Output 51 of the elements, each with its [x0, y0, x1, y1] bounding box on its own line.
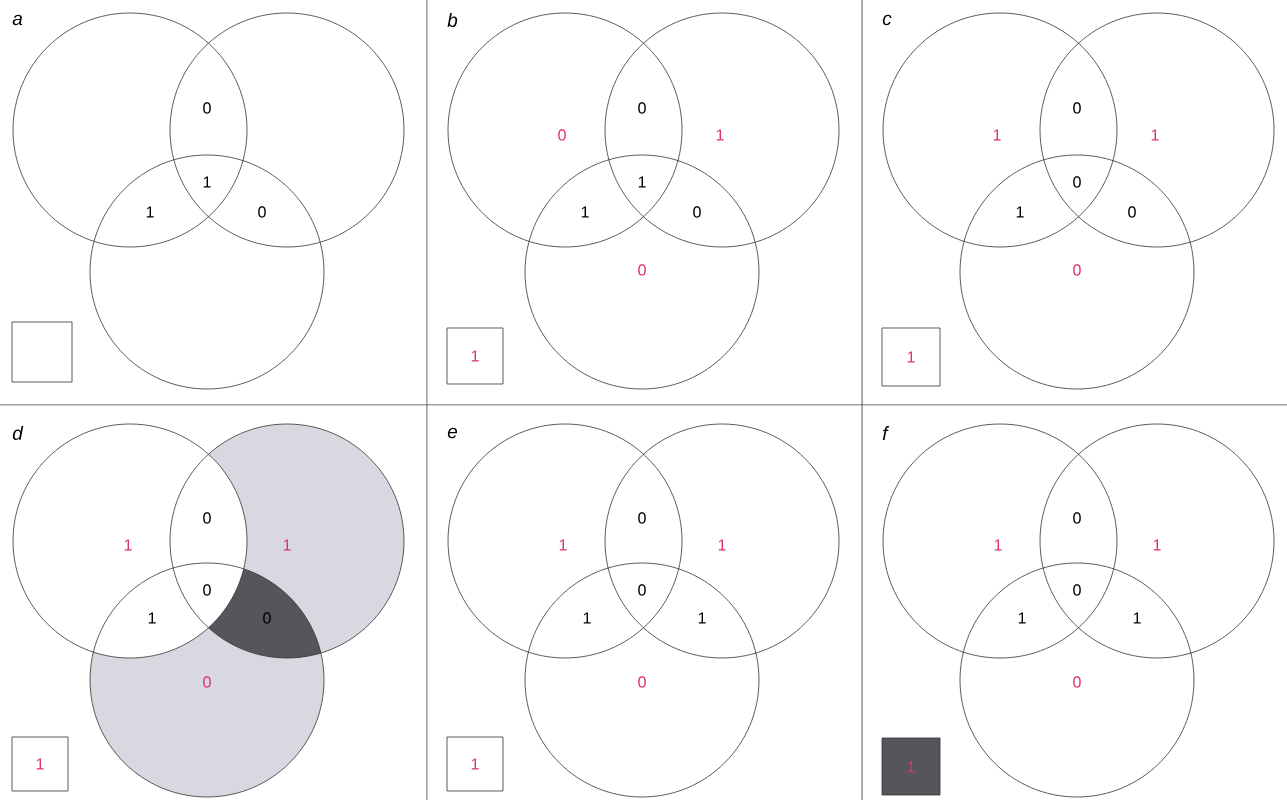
answer-box: 1 — [881, 737, 941, 796]
region-value: 0 — [1073, 584, 1081, 596]
region-value: 1 — [583, 612, 591, 624]
region-value: 1 — [581, 206, 589, 218]
panel-letter: b — [447, 13, 458, 27]
region-value: 1 — [203, 176, 211, 188]
region-value: 1 — [718, 539, 726, 551]
region-value: 1 — [716, 129, 724, 141]
panel-letter: f — [882, 426, 890, 440]
region-value: 1 — [148, 612, 156, 624]
region-value: 0 — [1073, 102, 1081, 114]
region-value: 1 — [993, 129, 1001, 141]
region-value: 1 — [1016, 206, 1024, 218]
region-value: 0 — [693, 206, 701, 218]
region-value: 0 — [203, 512, 211, 524]
region-value: 0 — [638, 584, 646, 596]
region-value: 0 — [1073, 512, 1081, 524]
region-value: 0 — [1073, 176, 1081, 188]
panel-letter: d — [12, 426, 24, 440]
region-value: 0 — [638, 264, 646, 276]
region-value: 1 — [283, 539, 291, 551]
region-value: 1 — [1133, 612, 1141, 624]
region-value: 0 — [638, 102, 646, 114]
region-value: 1 — [698, 612, 706, 624]
region-value: 0 — [203, 676, 211, 688]
answer-box: 1 — [446, 327, 504, 385]
answer-box: 1 — [446, 736, 504, 792]
region-value: 0 — [258, 206, 266, 218]
region-value: 1 — [124, 539, 132, 551]
region-value: 1 — [559, 539, 567, 551]
region-value: 0 — [638, 676, 646, 688]
region-value: 0 — [203, 102, 211, 114]
answer-box: 1 — [11, 736, 69, 792]
region-value: 1 — [1153, 539, 1161, 551]
region-value: 0 — [1073, 676, 1081, 688]
panel-letter: c — [882, 14, 892, 26]
region-value: 0 — [638, 512, 646, 524]
answer-box — [11, 321, 73, 383]
region-value: 0 — [1128, 206, 1136, 218]
region-value: 0 — [203, 584, 211, 596]
region-value: 1 — [1018, 612, 1026, 624]
panel-letter: e — [447, 427, 458, 439]
region-value: 0 — [1073, 264, 1081, 276]
region-value: 1 — [638, 176, 646, 188]
region-value: 1 — [146, 206, 154, 218]
region-value: 1 — [1151, 129, 1159, 141]
region-value: 0 — [263, 612, 271, 624]
region-value: 1 — [994, 539, 1002, 551]
answer-box: 1 — [881, 327, 941, 387]
region-value: 0 — [558, 129, 566, 141]
panel-letter: a — [12, 14, 23, 26]
